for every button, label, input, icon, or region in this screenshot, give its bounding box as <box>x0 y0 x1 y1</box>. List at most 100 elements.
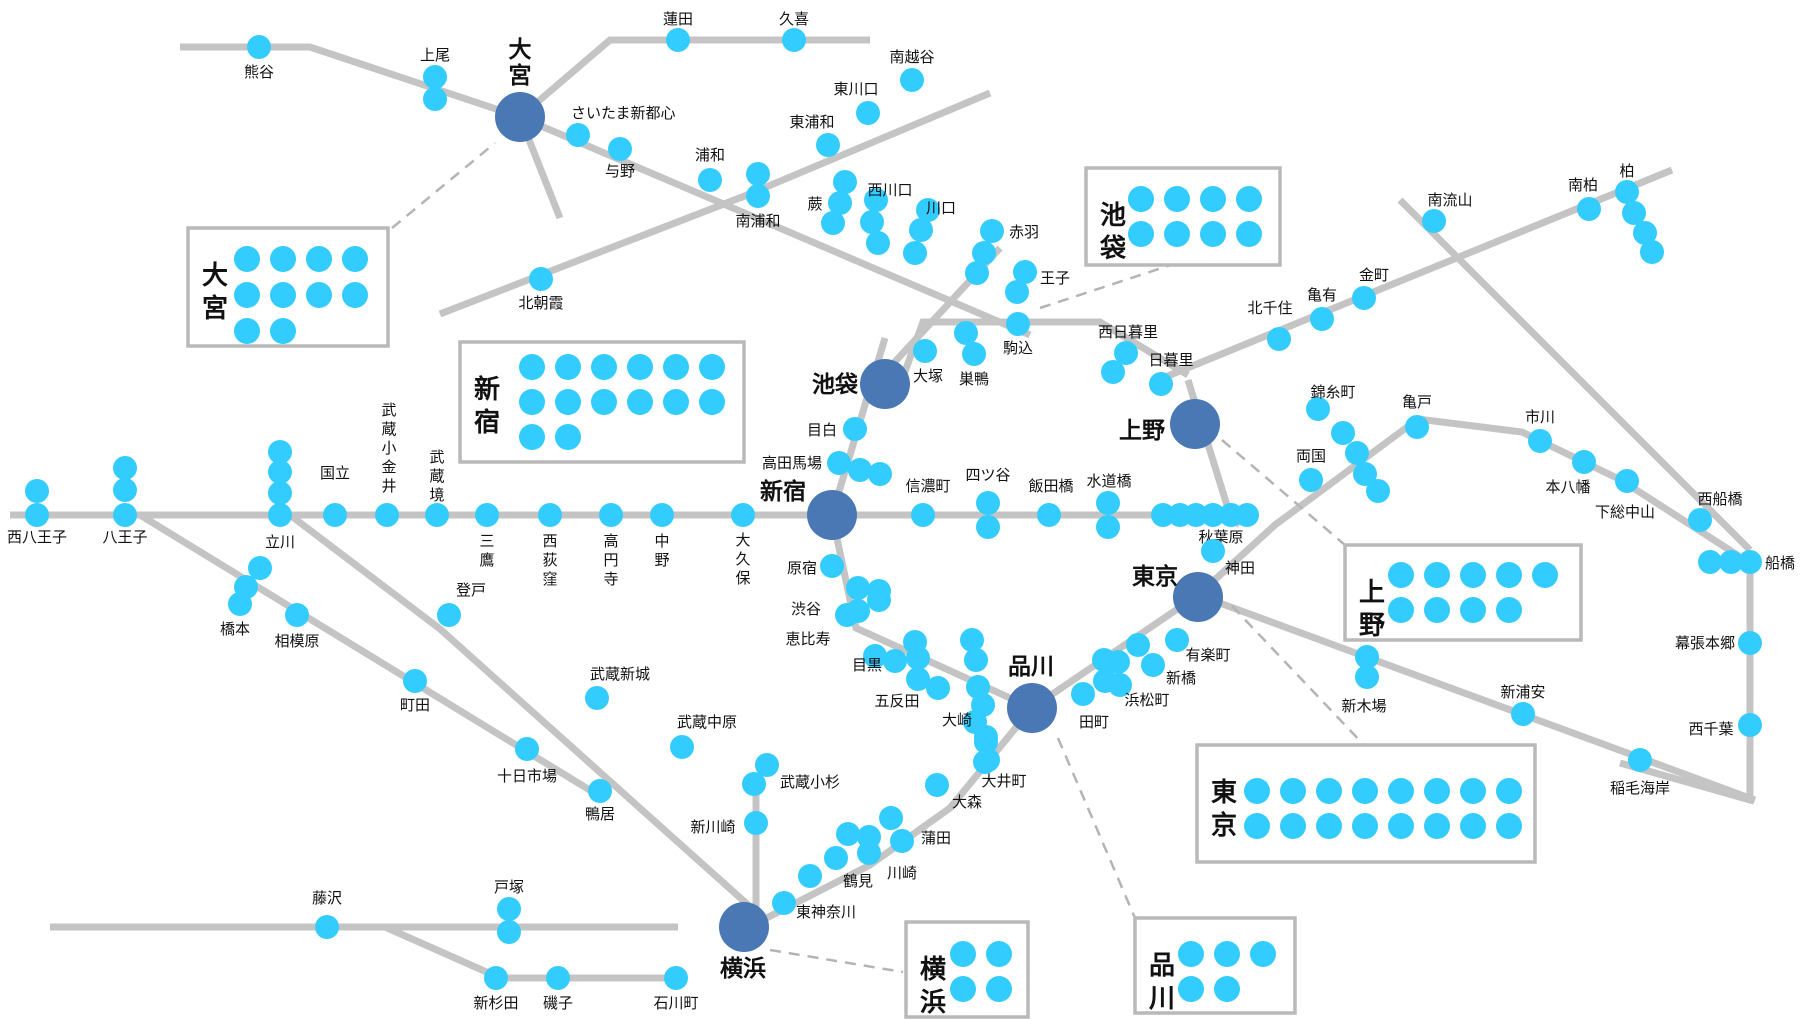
station-dot[interactable] <box>782 28 806 52</box>
station-dot[interactable] <box>1126 633 1150 657</box>
station-dot[interactable] <box>375 503 399 527</box>
station-dot[interactable] <box>820 554 844 578</box>
station-dot[interactable] <box>1511 702 1535 726</box>
station-dot[interactable] <box>900 68 924 92</box>
station-dot[interactable] <box>1310 307 1334 331</box>
station-dot[interactable] <box>425 503 449 527</box>
hub-station-marker[interactable] <box>807 490 857 540</box>
station-dot[interactable] <box>1345 441 1369 465</box>
hub-station-marker[interactable] <box>860 359 910 409</box>
station-dot[interactable] <box>1422 209 1446 233</box>
station-dot[interactable] <box>846 576 870 600</box>
station-dot[interactable] <box>475 503 499 527</box>
station-dot[interactable] <box>879 806 903 830</box>
station-dot[interactable] <box>1013 260 1037 284</box>
station-dot[interactable] <box>1355 665 1379 689</box>
station-dot[interactable] <box>1331 421 1355 445</box>
station-dot[interactable] <box>315 915 339 939</box>
station-dot[interactable] <box>833 170 857 194</box>
station-dot[interactable] <box>1719 550 1743 574</box>
station-dot[interactable] <box>1149 372 1173 396</box>
station-dot[interactable] <box>566 123 590 147</box>
station-dot[interactable] <box>903 241 927 265</box>
hub-station-marker[interactable] <box>719 902 769 952</box>
station-dot[interactable] <box>848 458 872 482</box>
station-dot[interactable] <box>962 342 986 366</box>
hub-station-marker[interactable] <box>1173 572 1223 622</box>
station-dot[interactable] <box>976 515 1000 539</box>
station-dot[interactable] <box>798 864 822 888</box>
station-dot[interactable] <box>976 748 1000 772</box>
station-dot[interactable] <box>113 456 137 480</box>
station-dot[interactable] <box>906 667 930 691</box>
station-dot[interactable] <box>1615 180 1639 204</box>
station-dot[interactable] <box>1352 286 1376 310</box>
station-dot[interactable] <box>1093 669 1117 693</box>
station-dot[interactable] <box>1622 201 1646 225</box>
station-dot[interactable] <box>608 137 632 161</box>
station-dot[interactable] <box>546 966 570 990</box>
station-dot[interactable] <box>731 503 755 527</box>
station-dot[interactable] <box>911 503 935 527</box>
station-dot[interactable] <box>1096 515 1120 539</box>
station-dot[interactable] <box>1633 221 1657 245</box>
station-dot[interactable] <box>228 592 252 616</box>
station-dot[interactable] <box>1615 469 1639 493</box>
station-dot[interactable] <box>843 417 867 441</box>
station-dot[interactable] <box>664 966 688 990</box>
hub-station-marker[interactable] <box>495 92 545 142</box>
station-dot[interactable] <box>423 65 447 89</box>
station-dot[interactable] <box>972 241 996 265</box>
station-dot[interactable] <box>835 603 859 627</box>
station-dot[interactable] <box>1114 341 1138 365</box>
station-dot[interactable] <box>966 675 990 699</box>
station-dot[interactable] <box>863 644 887 668</box>
station-dot[interactable] <box>1201 539 1225 563</box>
station-dot[interactable] <box>515 737 539 761</box>
station-dot[interactable] <box>868 462 892 486</box>
station-dot[interactable] <box>588 779 612 803</box>
station-dot[interactable] <box>484 966 508 990</box>
station-dot[interactable] <box>1353 462 1377 486</box>
hub-station-marker[interactable] <box>1170 399 1220 449</box>
station-dot[interactable] <box>1738 550 1762 574</box>
station-dot[interactable] <box>1405 415 1429 439</box>
station-dot[interactable] <box>1628 748 1652 772</box>
station-dot[interactable] <box>670 735 694 759</box>
station-dot[interactable] <box>25 479 49 503</box>
station-dot[interactable] <box>974 725 998 749</box>
station-dot[interactable] <box>1184 503 1208 527</box>
station-dot[interactable] <box>248 556 272 580</box>
station-dot[interactable] <box>1201 503 1225 527</box>
station-dot[interactable] <box>268 440 292 464</box>
station-dot[interactable] <box>824 846 848 870</box>
station-dot[interactable] <box>857 841 881 865</box>
station-dot[interactable] <box>268 503 292 527</box>
station-dot[interactable] <box>403 669 427 693</box>
station-dot[interactable] <box>1738 713 1762 737</box>
station-dot[interactable] <box>1738 631 1762 655</box>
station-dot[interactable] <box>883 649 907 673</box>
station-dot[interactable] <box>1006 312 1030 336</box>
station-dot[interactable] <box>916 198 940 222</box>
station-dot[interactable] <box>890 829 914 853</box>
station-dot[interactable] <box>1355 645 1379 669</box>
station-dot[interactable] <box>666 28 690 52</box>
station-dot[interactable] <box>1688 508 1712 532</box>
station-dot[interactable] <box>599 503 623 527</box>
station-dot[interactable] <box>1235 503 1259 527</box>
station-dot[interactable] <box>821 211 845 235</box>
station-dot[interactable] <box>1577 197 1601 221</box>
station-dot[interactable] <box>113 478 137 502</box>
station-dot[interactable] <box>772 891 796 915</box>
station-dot[interactable] <box>25 503 49 527</box>
station-dot[interactable] <box>746 162 770 186</box>
station-dot[interactable] <box>926 676 950 700</box>
station-dot[interactable] <box>867 579 891 603</box>
station-dot[interactable] <box>650 503 674 527</box>
station-dot[interactable] <box>864 188 888 212</box>
station-dot[interactable] <box>529 267 553 291</box>
station-dot[interactable] <box>1299 468 1323 492</box>
station-dot[interactable] <box>965 261 989 285</box>
station-dot[interactable] <box>1267 327 1291 351</box>
